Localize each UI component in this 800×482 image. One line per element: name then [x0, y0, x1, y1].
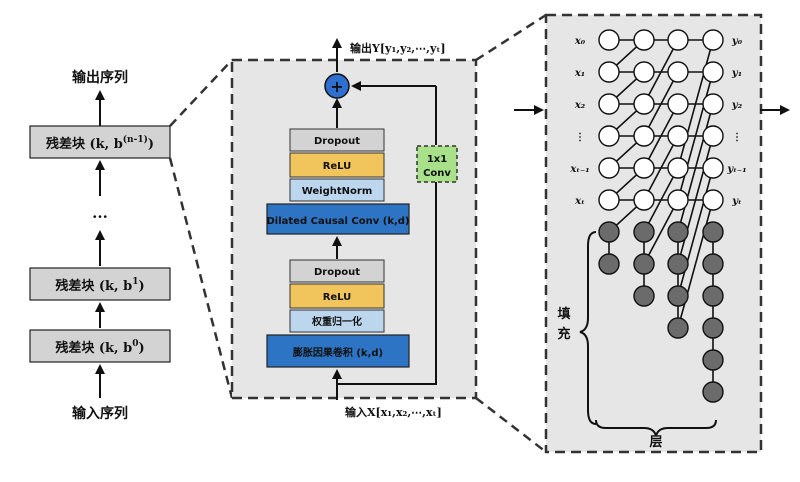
- residual-block-0-label: 残差块 (k, b0): [55, 339, 144, 356]
- network-node: [667, 125, 689, 147]
- upper-relu-box: [289, 152, 385, 178]
- output-formula: 输出Y[y₁,y₂,⋯,yₜ]: [350, 41, 446, 55]
- padding-node: [633, 221, 655, 243]
- network-node: [667, 29, 689, 51]
- padding-node: [598, 221, 620, 243]
- network-node: [633, 29, 655, 51]
- residual-block-1: [29, 267, 171, 301]
- padding-label-char2: 充: [557, 326, 570, 342]
- network-node: [702, 189, 724, 211]
- left-column: 输出序列 残差块 (k, b(n-1)) ... 残差块 (k, b1) 残差块…: [29, 69, 171, 422]
- upper-relu-label: ReLU: [323, 161, 352, 172]
- upper-weightnorm-label: WeightNorm: [302, 186, 373, 197]
- upper-dropout-label: Dropout: [314, 136, 360, 147]
- lower-relu-box: [289, 283, 385, 309]
- input-label-x2: x₂: [574, 100, 586, 111]
- padding-node: [702, 221, 724, 243]
- upper-dilated-conv-box: [266, 203, 410, 235]
- upper-weightnorm-box: [289, 178, 385, 202]
- padding-label-char1: 填: [557, 306, 570, 322]
- padding-node: [633, 285, 655, 307]
- network-node: [667, 61, 689, 83]
- lower-dilated-conv-label: 膨胀因果卷积 (k,d): [293, 346, 383, 359]
- output-label-vdots: ⋮: [732, 132, 742, 143]
- residual-block-1-label: 残差块 (k, b1): [55, 277, 144, 294]
- network-node: [702, 29, 724, 51]
- residual-block-n-1: [29, 125, 171, 159]
- output-label-y2: y₂: [731, 100, 743, 111]
- lower-dilated-conv-box: [266, 334, 410, 368]
- network-node: [633, 189, 655, 211]
- network-node: [598, 157, 620, 179]
- input-label-vdots: ⋮: [575, 132, 585, 143]
- input-formula: 输入X[x₁,x₂,⋯,xₜ]: [345, 405, 442, 419]
- padding-node: [667, 221, 689, 243]
- network-node: [702, 93, 724, 115]
- padding-node: [598, 253, 620, 275]
- network-node: [598, 29, 620, 51]
- padding-node: [667, 317, 689, 339]
- residual-block-n-1-label: 残差块 (k, b(n-1)): [46, 134, 154, 152]
- network-nodes: [598, 29, 724, 403]
- layer-label: 层: [649, 435, 662, 450]
- lower-dropout-box: [289, 259, 385, 283]
- network-node: [702, 157, 724, 179]
- upper-dilated-conv-label: Dilated Causal Conv (k,d): [267, 216, 410, 227]
- network-node: [667, 157, 689, 179]
- padding-node: [702, 285, 724, 307]
- output-label-y1: y₁: [731, 68, 742, 79]
- output-label-y0: y₀: [731, 36, 743, 47]
- padding-node: [667, 253, 689, 275]
- input-label-xt-1: xₜ₋₁: [569, 164, 589, 175]
- ellipsis: ...: [92, 204, 108, 222]
- network-node: [633, 61, 655, 83]
- input-label-x0: x₀: [574, 36, 586, 47]
- conv1x1-box: [416, 145, 458, 183]
- add-symbol: +: [330, 77, 343, 96]
- network-node: [667, 93, 689, 115]
- padding-node: [702, 253, 724, 275]
- conv1x1-label-line2: Conv: [423, 168, 451, 179]
- network-node: [702, 125, 724, 147]
- padding-node: [633, 253, 655, 275]
- padding-node: [702, 349, 724, 371]
- upper-dropout-box: [289, 128, 385, 152]
- lower-relu-label: ReLU: [323, 292, 352, 303]
- output-sequence-label: 输出序列: [72, 69, 128, 86]
- network-node: [633, 157, 655, 179]
- layer-brace: [595, 419, 717, 437]
- network-node: [702, 61, 724, 83]
- network-node: [598, 93, 620, 115]
- network-node: [598, 61, 620, 83]
- network-node: [598, 189, 620, 211]
- network-node: [667, 189, 689, 211]
- lower-dropout-label: Dropout: [314, 267, 360, 278]
- middle-panel: 输出Y[y₁,y₂,⋯,yₜ] + Dropout ReLU WeightNor…: [230, 38, 478, 419]
- lower-weightnorm-box: [289, 309, 385, 333]
- input-sequence-label: 输入序列: [72, 405, 128, 422]
- lower-weightnorm-label: 权重归一化: [311, 315, 362, 328]
- residual-block-0: [29, 329, 171, 363]
- input-label-x1: x₁: [574, 68, 585, 79]
- right-panel: x₀ x₁ x₂ ⋮ xₜ₋₁ xₜ y₀ y₁ y₂ ⋮ yₜ₋₁ yₜ 填 …: [514, 13, 790, 454]
- network-node: [633, 93, 655, 115]
- output-label-yt: yₜ: [731, 196, 742, 207]
- padding-node: [667, 285, 689, 307]
- network-node: [633, 125, 655, 147]
- padding-brace: [579, 231, 597, 425]
- padding-node: [702, 317, 724, 339]
- input-label-xt: xₜ: [574, 196, 585, 207]
- output-label-yt-1: yₜ₋₁: [726, 164, 746, 175]
- network-node: [598, 125, 620, 147]
- conv1x1-label-line1: 1x1: [427, 154, 447, 165]
- padding-node: [702, 381, 724, 403]
